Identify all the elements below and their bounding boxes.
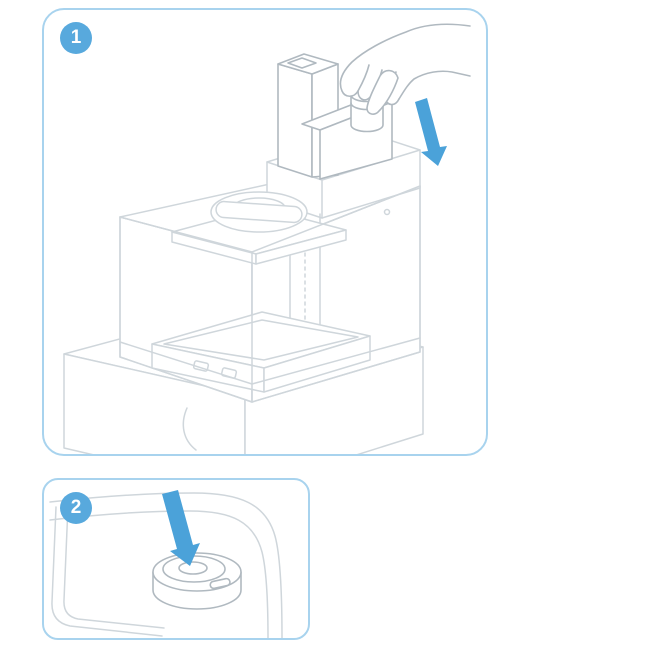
cable-line <box>182 407 197 451</box>
printer-cover-edges <box>119 185 421 403</box>
hand-icon <box>339 23 471 115</box>
step-1-number: 1 <box>70 27 82 48</box>
down-arrow-icon <box>415 98 447 166</box>
cartridge-vent-cap-closeup <box>152 552 242 610</box>
step-2-panel: 2 <box>42 478 310 640</box>
step-2-badge: 2 <box>60 492 92 524</box>
step-1-badge: 1 <box>60 22 92 54</box>
printer-corner-lines <box>49 492 283 638</box>
printer-cartridge-insertion-illustration <box>63 23 471 454</box>
step-1-panel: 1 <box>42 8 488 456</box>
down-arrow-icon <box>162 490 200 566</box>
step-2-number: 2 <box>70 497 82 518</box>
platform-knob <box>210 191 308 233</box>
resin-tank <box>151 311 371 393</box>
vent-cap-closeup-illustration <box>49 490 283 638</box>
